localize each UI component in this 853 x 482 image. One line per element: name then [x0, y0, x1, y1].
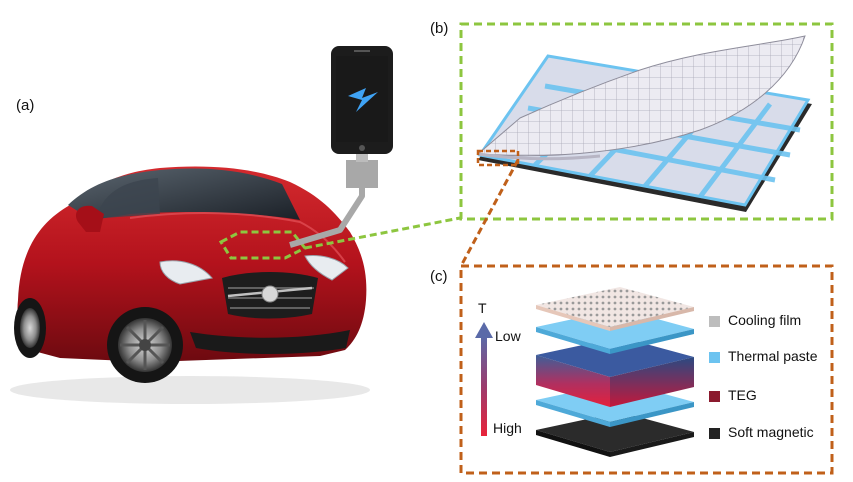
- temperature-axis-symbol: T: [478, 300, 487, 316]
- car-image: [10, 166, 370, 404]
- panel-label-b: (b): [430, 20, 449, 37]
- charging-cable: [289, 150, 378, 248]
- legend-swatch-thermal-paste: [709, 352, 720, 363]
- legend-label-cooling-film: Cooling film: [728, 312, 802, 328]
- legend-swatch-soft-magnetic: [709, 428, 720, 439]
- smartphone-icon: [331, 46, 393, 154]
- lightning-bolt-icon: [348, 88, 378, 112]
- panel-c-frame: [459, 264, 834, 475]
- legend-label-thermal-paste: Thermal paste: [728, 348, 818, 364]
- zoom-connector-green-1: [304, 216, 461, 250]
- temperature-axis-high: High: [493, 420, 522, 436]
- detail-callout-box: [476, 149, 520, 167]
- temperature-axis-low: Low: [495, 328, 521, 344]
- legend-swatch-cooling-film: [709, 316, 720, 327]
- panel-label-a: (a): [16, 97, 35, 114]
- device-3d-view: [476, 35, 812, 212]
- temperature-gradient-arrow: [475, 322, 493, 436]
- zoom-connector-orange-1: [459, 159, 520, 267]
- legend-swatch-teg: [709, 391, 720, 402]
- usb-plug-icon: [346, 160, 378, 188]
- layer-stack: [536, 287, 694, 457]
- panel-label-c: (c): [430, 268, 448, 285]
- legend-label-soft-magnetic: Soft magnetic: [728, 424, 814, 440]
- panel-b-frame: [459, 22, 834, 221]
- legend-label-teg: TEG: [728, 387, 757, 403]
